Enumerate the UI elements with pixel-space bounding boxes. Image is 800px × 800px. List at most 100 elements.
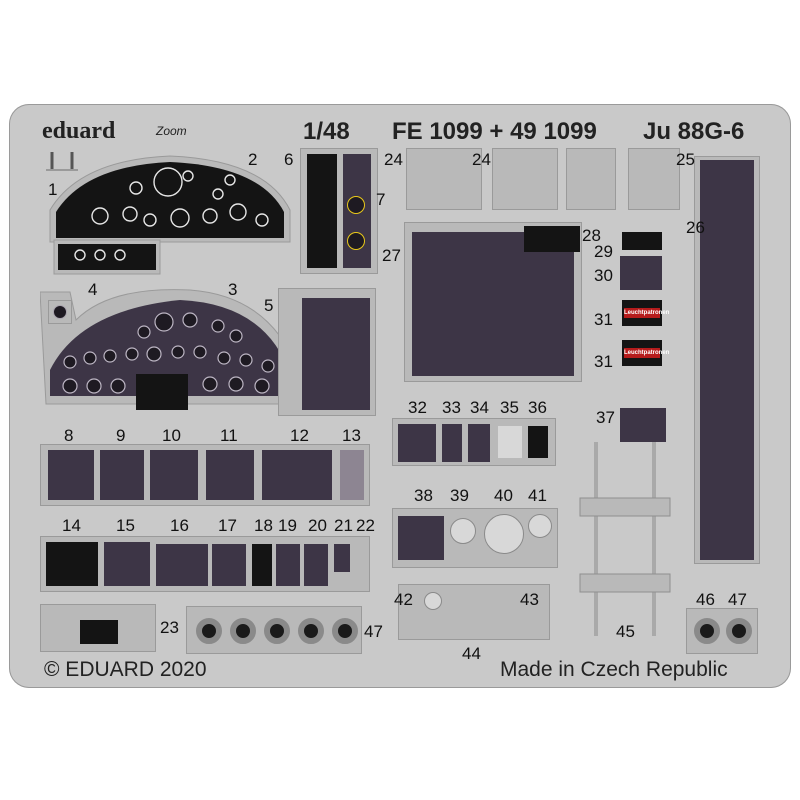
part-number-17: 17 [218, 516, 237, 535]
part-number-30: 30 [594, 266, 613, 285]
part-number-43: 43 [520, 590, 539, 609]
part-10-panel [150, 450, 198, 500]
part-42-ring [424, 592, 442, 610]
part-17-panel [212, 544, 246, 586]
part-11-panel [206, 450, 254, 500]
part-number-24: 24 [384, 150, 403, 169]
part-2-instrument-panel [49, 155, 291, 275]
part-40-disc [484, 514, 524, 554]
part-20-panel [304, 544, 328, 586]
part-21-panel [334, 544, 350, 572]
made-in-label: Made in Czech Republic [500, 658, 728, 681]
part-6-panel [307, 154, 337, 268]
part-number-20: 20 [308, 516, 327, 535]
part-number-46: 46 [696, 590, 715, 609]
part-number-44: 44 [462, 644, 481, 663]
part-19-panel [276, 544, 300, 586]
part-9-panel [100, 450, 144, 500]
part-number-5: 5 [264, 296, 274, 315]
part-number-40: 40 [494, 486, 513, 505]
part-30-panel [620, 256, 662, 290]
part-number-35: 35 [500, 398, 519, 417]
copyright: © EDUARD 2020 [44, 658, 207, 681]
part-24-levers [406, 148, 482, 210]
part-31-placard: Leuchtpatronen [622, 300, 670, 326]
brand-logo: eduard [42, 118, 116, 144]
part-24-levers [566, 148, 616, 210]
part-number-32: 32 [408, 398, 427, 417]
part-number-33: 33 [442, 398, 461, 417]
part-47-bezel [332, 618, 358, 644]
part-number-45: 45 [616, 622, 635, 641]
part-number-36: 36 [528, 398, 547, 417]
part-34-panel [468, 424, 490, 462]
part-number-27: 27 [382, 246, 401, 265]
part-number-38: 38 [414, 486, 433, 505]
model-name: Ju 88G-6 [643, 118, 745, 145]
part-8-panel [48, 450, 94, 500]
part-4-gauge [48, 300, 72, 324]
part-26-console [700, 160, 754, 560]
part-33-panel [442, 424, 462, 462]
part-number-28: 28 [582, 226, 601, 245]
part-number-47: 47 [364, 622, 383, 641]
part-number-23: 23 [160, 618, 179, 637]
part-27-panel [412, 232, 574, 376]
part-number-12: 12 [290, 426, 309, 445]
part-32-panel [398, 424, 436, 462]
part-number-47: 47 [728, 590, 747, 609]
part-3-instrument-panel [40, 289, 299, 410]
part-number-11: 11 [220, 426, 238, 445]
part-1-levers [46, 152, 78, 171]
part-41-disc [528, 514, 552, 538]
part-37-panel [620, 408, 666, 442]
part-number-29: 29 [594, 242, 613, 261]
part-13-panel [340, 450, 364, 500]
part-number-26: 26 [686, 218, 705, 237]
part-number-8: 8 [64, 426, 74, 445]
part-number-19: 19 [278, 516, 297, 535]
part-number-9: 9 [116, 426, 126, 445]
part-24-levers [492, 148, 558, 210]
part-12-panel [262, 450, 332, 500]
part-29-panel [622, 232, 662, 250]
part-16-panel [156, 544, 208, 586]
parts-42-44-frame [398, 584, 550, 640]
part-5-panel [302, 298, 370, 410]
scale-label: 1/48 [303, 118, 350, 145]
part-number-39: 39 [450, 486, 469, 505]
part-number-3: 3 [228, 280, 238, 299]
part-number-1: 1 [48, 180, 58, 199]
part-25-levers [628, 148, 680, 210]
part-number-4: 4 [88, 280, 98, 299]
part-36-panel [528, 426, 548, 458]
part-31-placard: Leuchtpatronen [622, 340, 669, 366]
part-number-31: 31 [594, 310, 613, 329]
part-39-ring [450, 518, 476, 544]
part-47-bezel [230, 618, 256, 644]
part-number-21: 21 [334, 516, 353, 535]
part-number-31: 31 [594, 352, 613, 371]
part-47-bezel [196, 618, 222, 644]
part-23-panel [80, 620, 118, 644]
part-number-37: 37 [596, 408, 615, 427]
part-number-42: 42 [394, 590, 413, 609]
part-47-bezel [264, 618, 290, 644]
part-46-bezel [694, 618, 720, 644]
part-number-6: 6 [284, 150, 294, 169]
part-35-panel [498, 426, 522, 458]
part-number-34: 34 [470, 398, 489, 417]
part-15-panel [104, 542, 150, 586]
product-code: FE 1099 + 49 1099 [392, 118, 597, 145]
part-number-41: 41 [528, 486, 547, 505]
part-number-15: 15 [116, 516, 135, 535]
part-number-2: 2 [248, 150, 258, 169]
part-38-panel [398, 516, 444, 560]
part-47-bezel [298, 618, 324, 644]
part-31-placard-label: Leuchtpatronen [624, 308, 670, 318]
part-number-7: 7 [376, 190, 386, 209]
part-number-16: 16 [170, 516, 189, 535]
part-number-24: 24 [472, 150, 491, 169]
part-14-panel [46, 542, 98, 586]
part-7-yellow-gauge [347, 196, 365, 214]
